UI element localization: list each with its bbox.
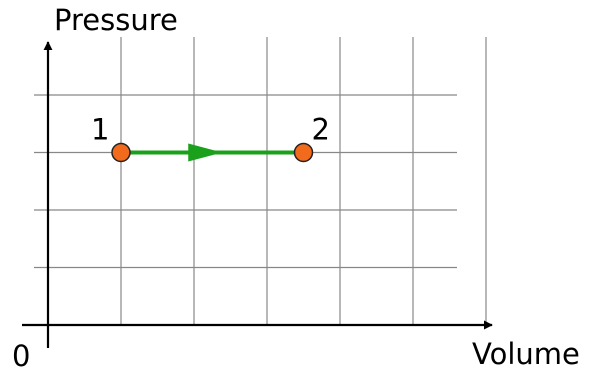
pressure-axis-label: Pressure: [54, 3, 178, 37]
state-point-1: [111, 142, 131, 163]
state-point-label: 2: [312, 113, 330, 147]
volume-axis-label: Volume: [472, 337, 580, 370]
process-path: [121, 143, 304, 162]
origin-label: 0: [12, 339, 30, 370]
state-point-2: [293, 142, 314, 163]
process-direction-arrow: [188, 143, 223, 162]
state-point-label: 1: [91, 113, 109, 147]
grid-lines: [34, 37, 487, 325]
